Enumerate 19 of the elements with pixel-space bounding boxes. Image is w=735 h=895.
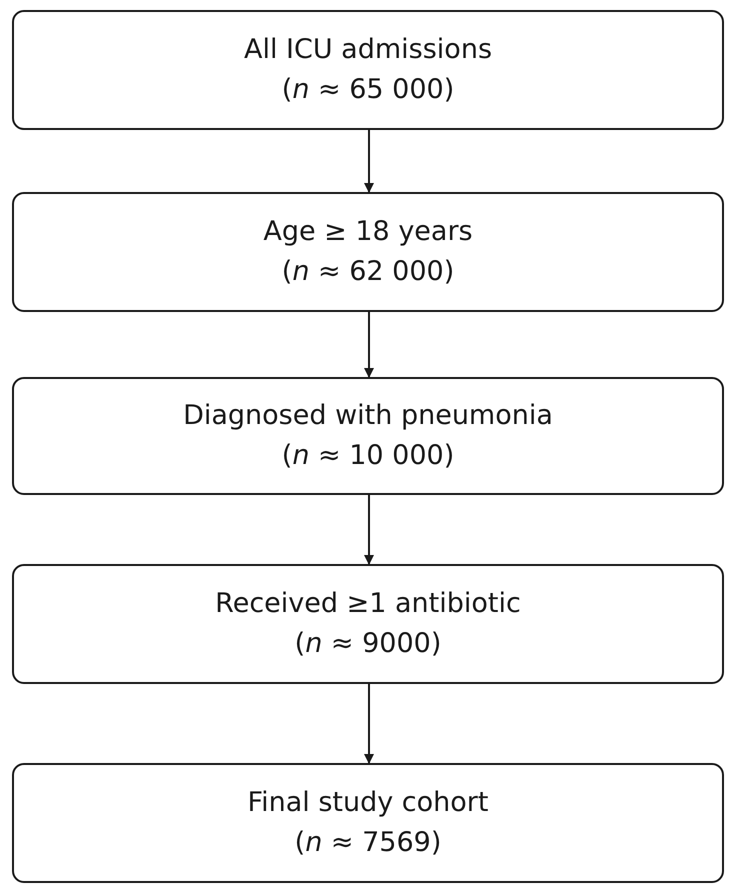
arrow <box>364 684 374 764</box>
count-label: (n ≈ 62 000) <box>282 256 454 288</box>
step-label: Age ≥ 18 years <box>263 216 473 248</box>
step-label: All ICU admissions <box>244 34 492 66</box>
count-label: (n ≈ 10 000) <box>282 440 454 472</box>
count-label: (n ≈ 65 000) <box>282 74 454 106</box>
step-label: Diagnosed with pneumonia <box>183 400 553 432</box>
arrow <box>364 495 374 565</box>
process-box <box>12 192 724 312</box>
count-label: (n ≈ 7569) <box>294 827 442 860</box>
process-box <box>12 564 724 684</box>
arrow <box>364 312 374 378</box>
step-label: Final study cohort <box>248 786 488 819</box>
process-box <box>12 10 724 130</box>
process-box <box>12 763 724 883</box>
arrow <box>364 130 374 193</box>
count-label: (n ≈ 9000) <box>294 628 442 660</box>
step-label: Received ≥1 antibiotic <box>215 588 521 620</box>
process-box <box>12 377 724 495</box>
